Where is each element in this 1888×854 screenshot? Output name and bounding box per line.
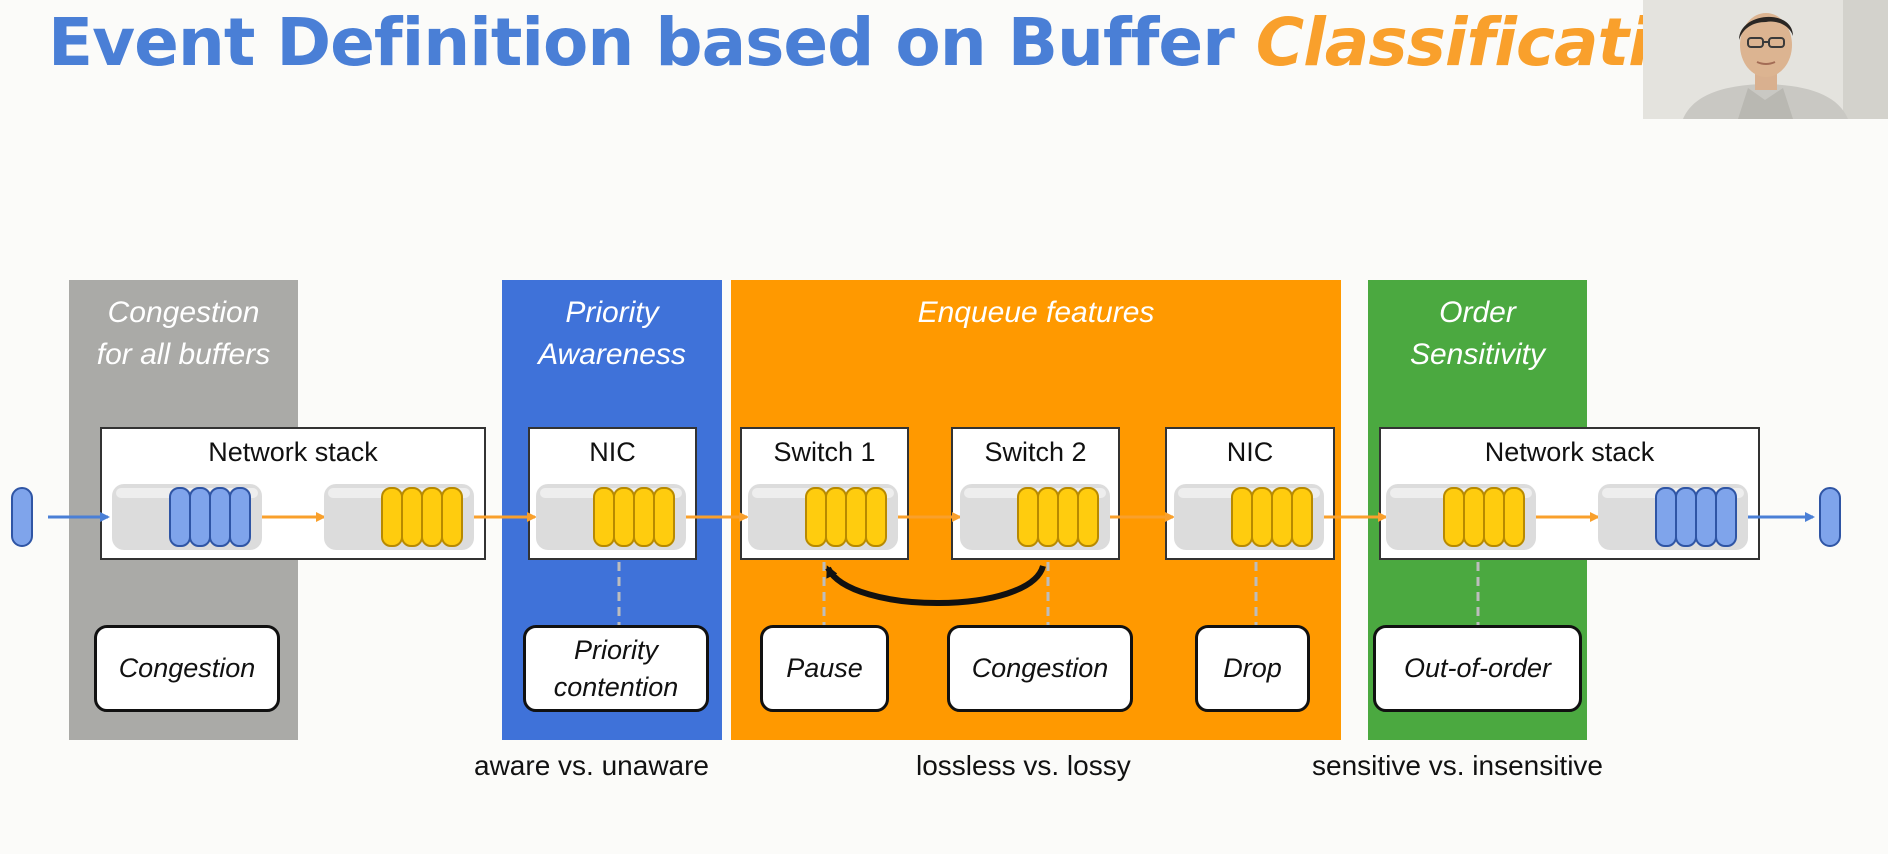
- packet-out: [1819, 487, 1841, 547]
- packet: [613, 487, 635, 547]
- event-pause: Pause: [760, 625, 889, 712]
- packet: [1077, 487, 1099, 547]
- queue-stack-tx-1: [112, 484, 262, 550]
- presenter-webcam: [1643, 0, 1888, 119]
- queue-switch-2: [960, 484, 1110, 550]
- packet: [1463, 487, 1485, 547]
- packet: [381, 487, 403, 547]
- packet: [1443, 487, 1465, 547]
- packet: [1675, 487, 1697, 547]
- device-label: Network stack: [1484, 437, 1655, 467]
- packet: [653, 487, 675, 547]
- packet: [189, 487, 211, 547]
- band-priority-awareness-label: Priority Awareness: [538, 296, 686, 371]
- packet: [865, 487, 887, 547]
- packet: [1655, 487, 1677, 547]
- packet: [1017, 487, 1039, 547]
- event-connectors: [617, 562, 1480, 625]
- queue-stack-rx-1: [1386, 484, 1536, 550]
- presenter-video-icon: [1643, 0, 1888, 119]
- event-label: Congestion: [118, 653, 256, 683]
- packet: [1291, 487, 1313, 547]
- event-label: Priority contention: [553, 634, 679, 702]
- packet: [1483, 487, 1505, 547]
- packet: [1231, 487, 1253, 547]
- queue-stack-rx-2: [1598, 484, 1748, 550]
- band-enqueue-features-label: Enqueue features: [917, 296, 1155, 329]
- band-congestion-label: Congestion for all buffers: [96, 296, 271, 371]
- packet: [1715, 487, 1737, 547]
- packet: [209, 487, 231, 547]
- event-label: Congestion: [971, 653, 1109, 683]
- device-label: Switch 1: [773, 437, 876, 467]
- packet: [825, 487, 847, 547]
- band-order-sensitivity-label: Order Sensitivity: [1409, 296, 1546, 371]
- device-label: Switch 2: [984, 437, 1087, 467]
- event-label: Pause: [786, 653, 863, 683]
- packet: [229, 487, 251, 547]
- packet: [1057, 487, 1079, 547]
- event-congestion-switch2: Congestion: [947, 625, 1133, 712]
- device-label: NIC: [589, 437, 636, 467]
- queue-nic-rx: [1174, 484, 1324, 550]
- event-out-of-order: Out-of-order: [1373, 625, 1582, 712]
- packet: [1271, 487, 1293, 547]
- caption-priority: aware vs. unaware: [474, 750, 710, 781]
- packet: [845, 487, 867, 547]
- packet: [421, 487, 443, 547]
- packet-in: [11, 487, 33, 547]
- queue-nic-tx: [536, 484, 686, 550]
- event-priority-contention: Priority contention: [523, 625, 709, 712]
- packet: [401, 487, 423, 547]
- title-main: Event Definition based on Buffer: [48, 4, 1256, 81]
- device-label: NIC: [1226, 437, 1274, 467]
- pause-feedback-arrow: [825, 564, 1046, 606]
- packet: [805, 487, 827, 547]
- event-drop: Drop: [1195, 625, 1310, 712]
- packet: [633, 487, 655, 547]
- event-label: Out-of-order: [1403, 653, 1552, 683]
- packet: [441, 487, 463, 547]
- packet: [1037, 487, 1059, 547]
- device-label: Network stack: [208, 437, 378, 467]
- caption-order: sensitive vs. insensitive: [1312, 750, 1604, 781]
- packet: [1503, 487, 1525, 547]
- event-congestion-stack: Congestion: [94, 625, 280, 712]
- packet: [1695, 487, 1717, 547]
- queue-switch-1: [748, 484, 898, 550]
- queue-stack-tx-2: [324, 484, 474, 550]
- packet: [593, 487, 615, 547]
- caption-enqueue: lossless vs. lossy: [916, 750, 1131, 781]
- event-label: Drop: [1223, 653, 1282, 683]
- packet: [1251, 487, 1273, 547]
- packet: [169, 487, 191, 547]
